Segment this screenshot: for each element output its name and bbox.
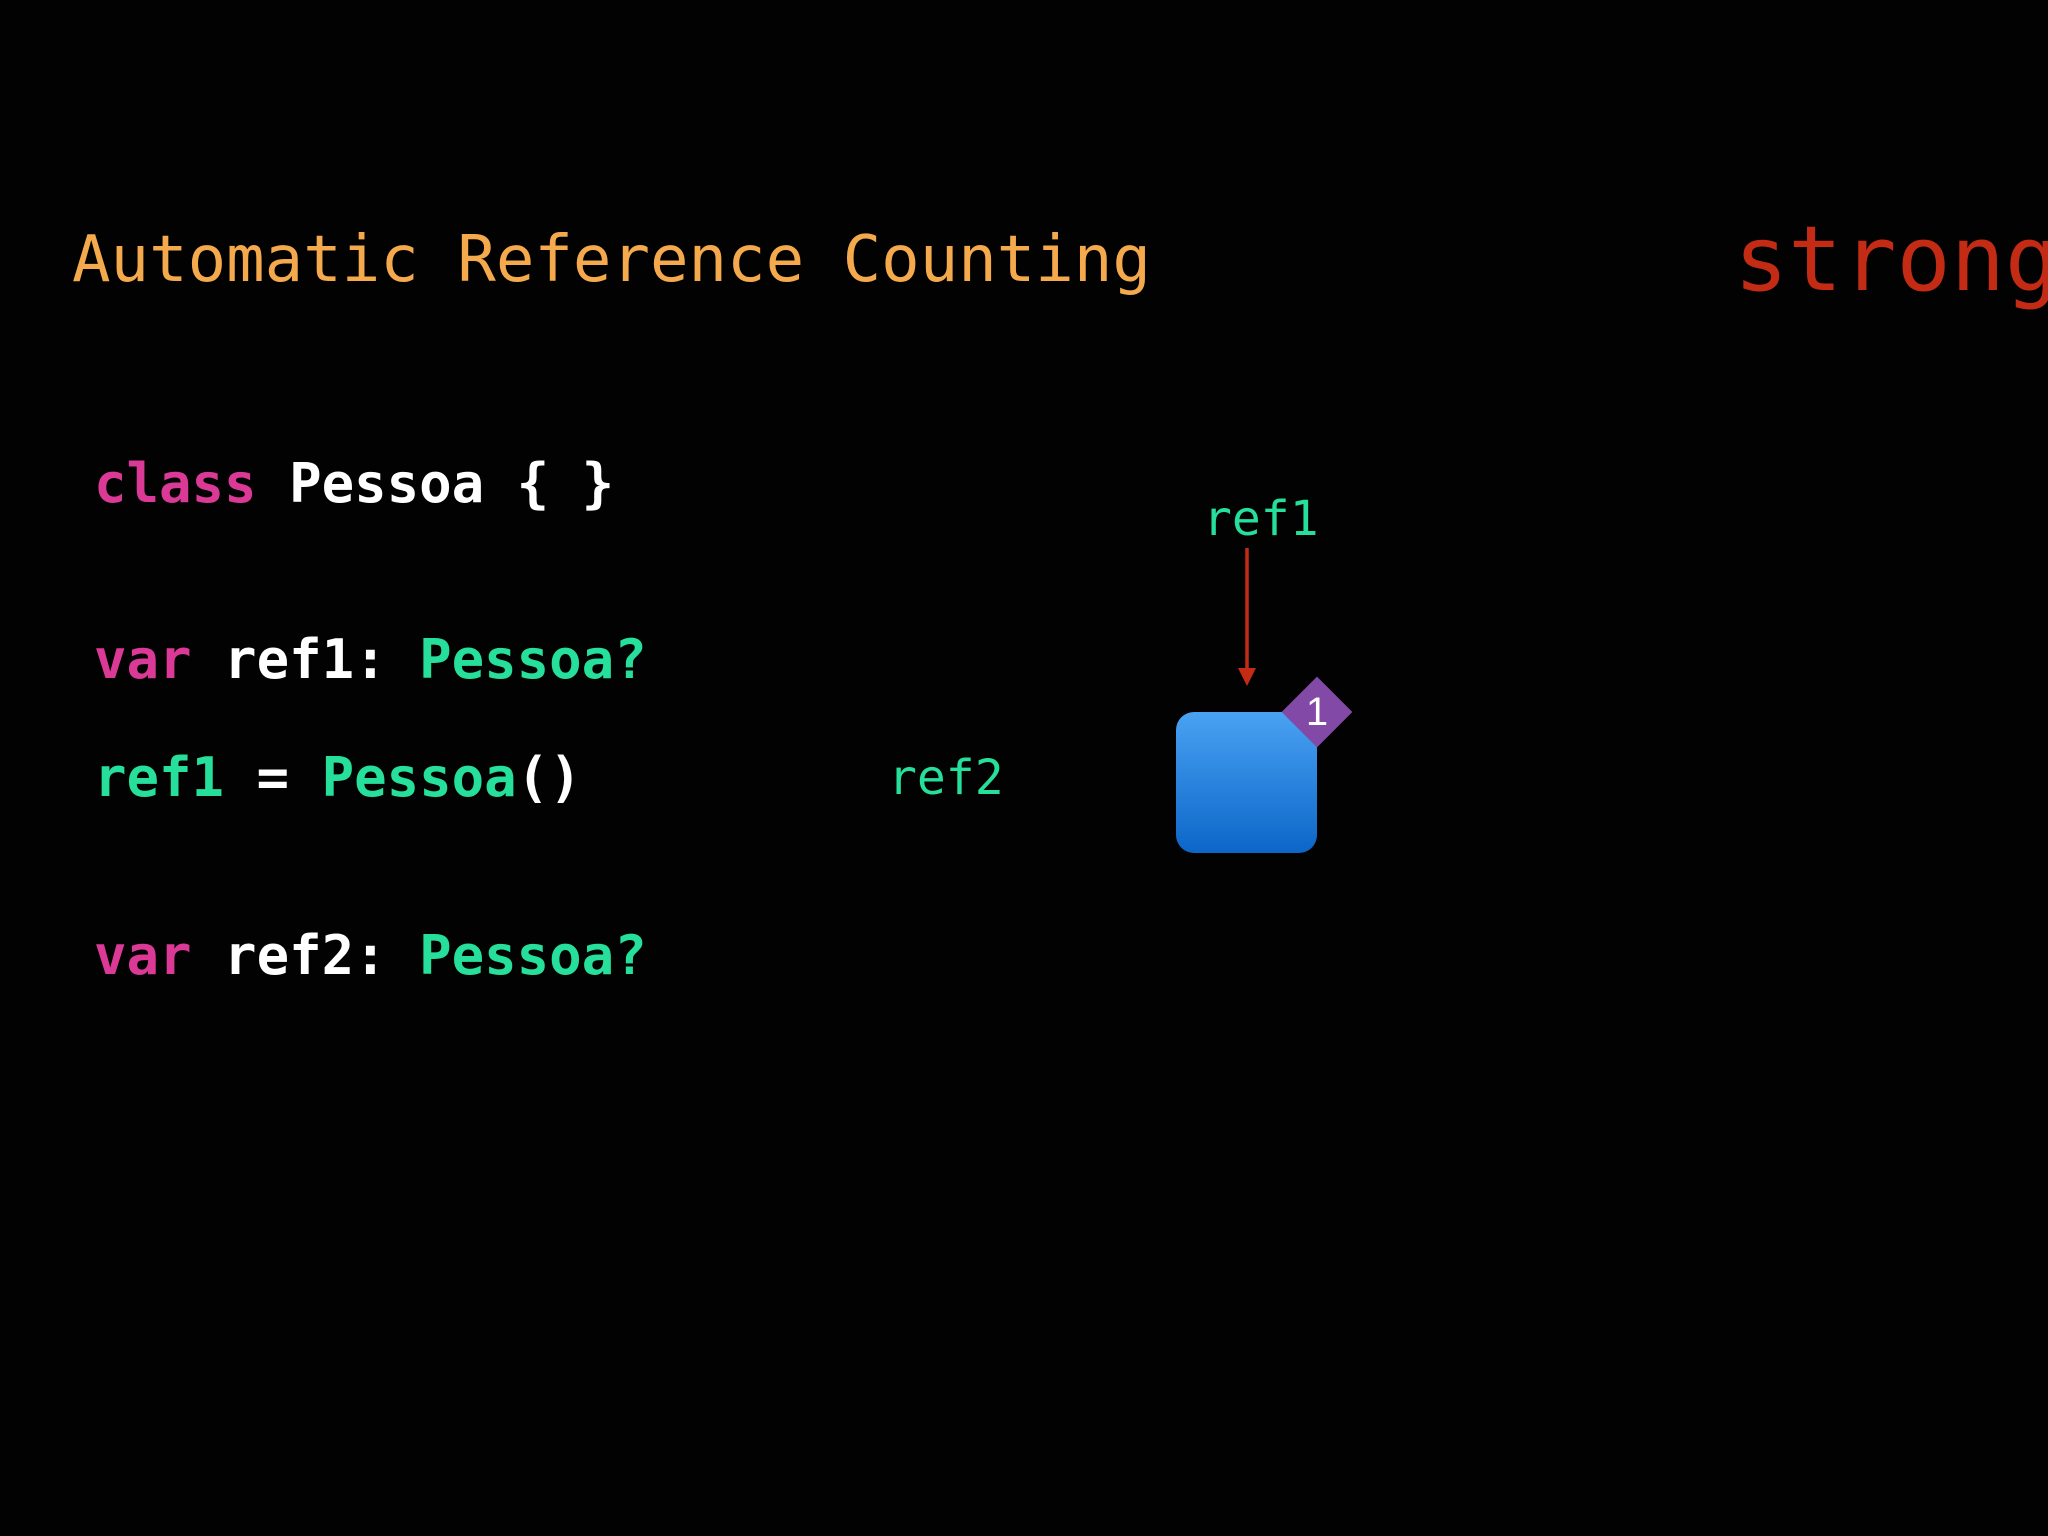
pessoa-instance-object <box>1176 712 1317 853</box>
variable-ref1: ref1: <box>191 628 420 691</box>
ref1-label: ref1 <box>1203 491 1319 547</box>
reference-count-badge: 1 <box>1281 676 1353 748</box>
type-optional-pessoa-2: Pessoa? <box>419 924 647 987</box>
type-optional-pessoa: Pessoa? <box>419 628 647 691</box>
class-body: Pessoa { } <box>256 452 615 515</box>
code-line-ref1-assignment: ref1 = Pessoa() <box>94 746 582 810</box>
code-line-ref1-declaration: var ref1: Pessoa? <box>94 628 647 692</box>
reference-count-value: 1 <box>1305 690 1329 734</box>
keyword-var-2: var <box>94 924 192 987</box>
keyword-class: class <box>94 452 257 515</box>
code-line-ref2-declaration: var ref2: Pessoa? <box>94 924 647 988</box>
initializer-parens: () <box>516 746 582 809</box>
assignment-operator: = <box>224 746 322 809</box>
variable-ref2: ref2: <box>191 924 420 987</box>
code-line-class-declaration: class Pessoa { } <box>94 452 614 516</box>
slide-title: Automatic Reference Counting <box>72 223 1151 297</box>
initializer-pessoa: Pessoa <box>321 746 517 809</box>
ref2-label: ref2 <box>888 750 1004 806</box>
keyword-var: var <box>94 628 192 691</box>
strong-reference-arrow-icon <box>1238 548 1256 686</box>
variable-ref1-assigned: ref1 <box>94 746 225 809</box>
strong-keyword-label: strong <box>1734 207 2048 312</box>
